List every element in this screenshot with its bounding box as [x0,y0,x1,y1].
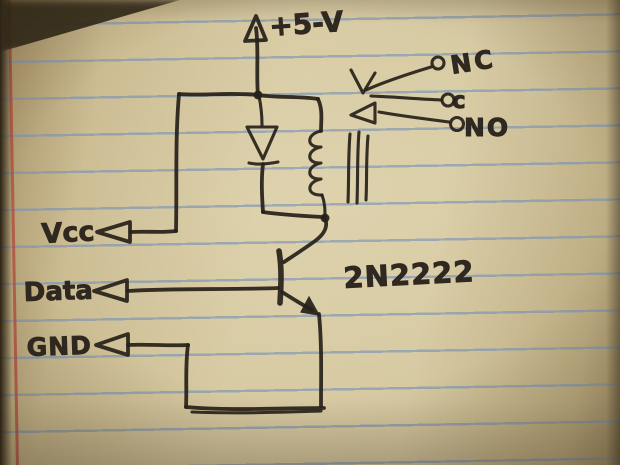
no-arrow-icon [349,101,377,125]
data-label: Data [23,276,93,308]
nc-wire [364,65,433,92]
common-wire [369,94,443,102]
gnd-label: GND [26,331,92,362]
data-wire [126,286,280,293]
armature-arrow-icon [349,68,377,95]
data-arrow-icon [92,278,129,303]
relay-core-line [355,130,361,205]
vcc-label: Vcc [41,216,95,250]
diode-anode-lead [257,94,264,127]
relay-core-line [346,132,352,204]
nc-terminal [430,55,446,71]
nc-label: NC [448,44,497,80]
bottom-rail-overdraw [190,409,323,415]
supply-wire [254,26,260,98]
diode-to-coil-wire [261,210,325,219]
gnd-arrow-icon [94,332,130,357]
paper-edge-left [0,0,12,465]
gnd-wire [126,342,190,348]
collector-wire [282,216,329,264]
no-label: NO [464,113,510,142]
emitter-arrow-icon [300,295,321,316]
left-drop-wire [174,92,181,233]
paper-edge-right [606,0,620,465]
vcc-wire [129,229,178,234]
vcc-arrow-icon [95,220,132,244]
top-rail-wire [177,91,260,97]
relay-core-line [364,134,370,202]
diode-symbol [245,125,279,161]
gnd-drop-wire [184,343,190,409]
rail-right-wire [256,93,320,101]
coil-top-lead [316,97,324,133]
relay-coil [308,129,324,197]
no-wire [377,110,451,124]
transistor-base-bar [276,248,284,306]
transistor-label: 2N2222 [343,254,476,295]
no-terminal [448,115,466,133]
diode-bottom-lead [259,162,265,214]
bottom-rail-wire [184,405,326,411]
emitter-drop-wire [317,312,324,408]
common-label: c [452,88,466,114]
supply-label: +5-V [268,5,345,43]
